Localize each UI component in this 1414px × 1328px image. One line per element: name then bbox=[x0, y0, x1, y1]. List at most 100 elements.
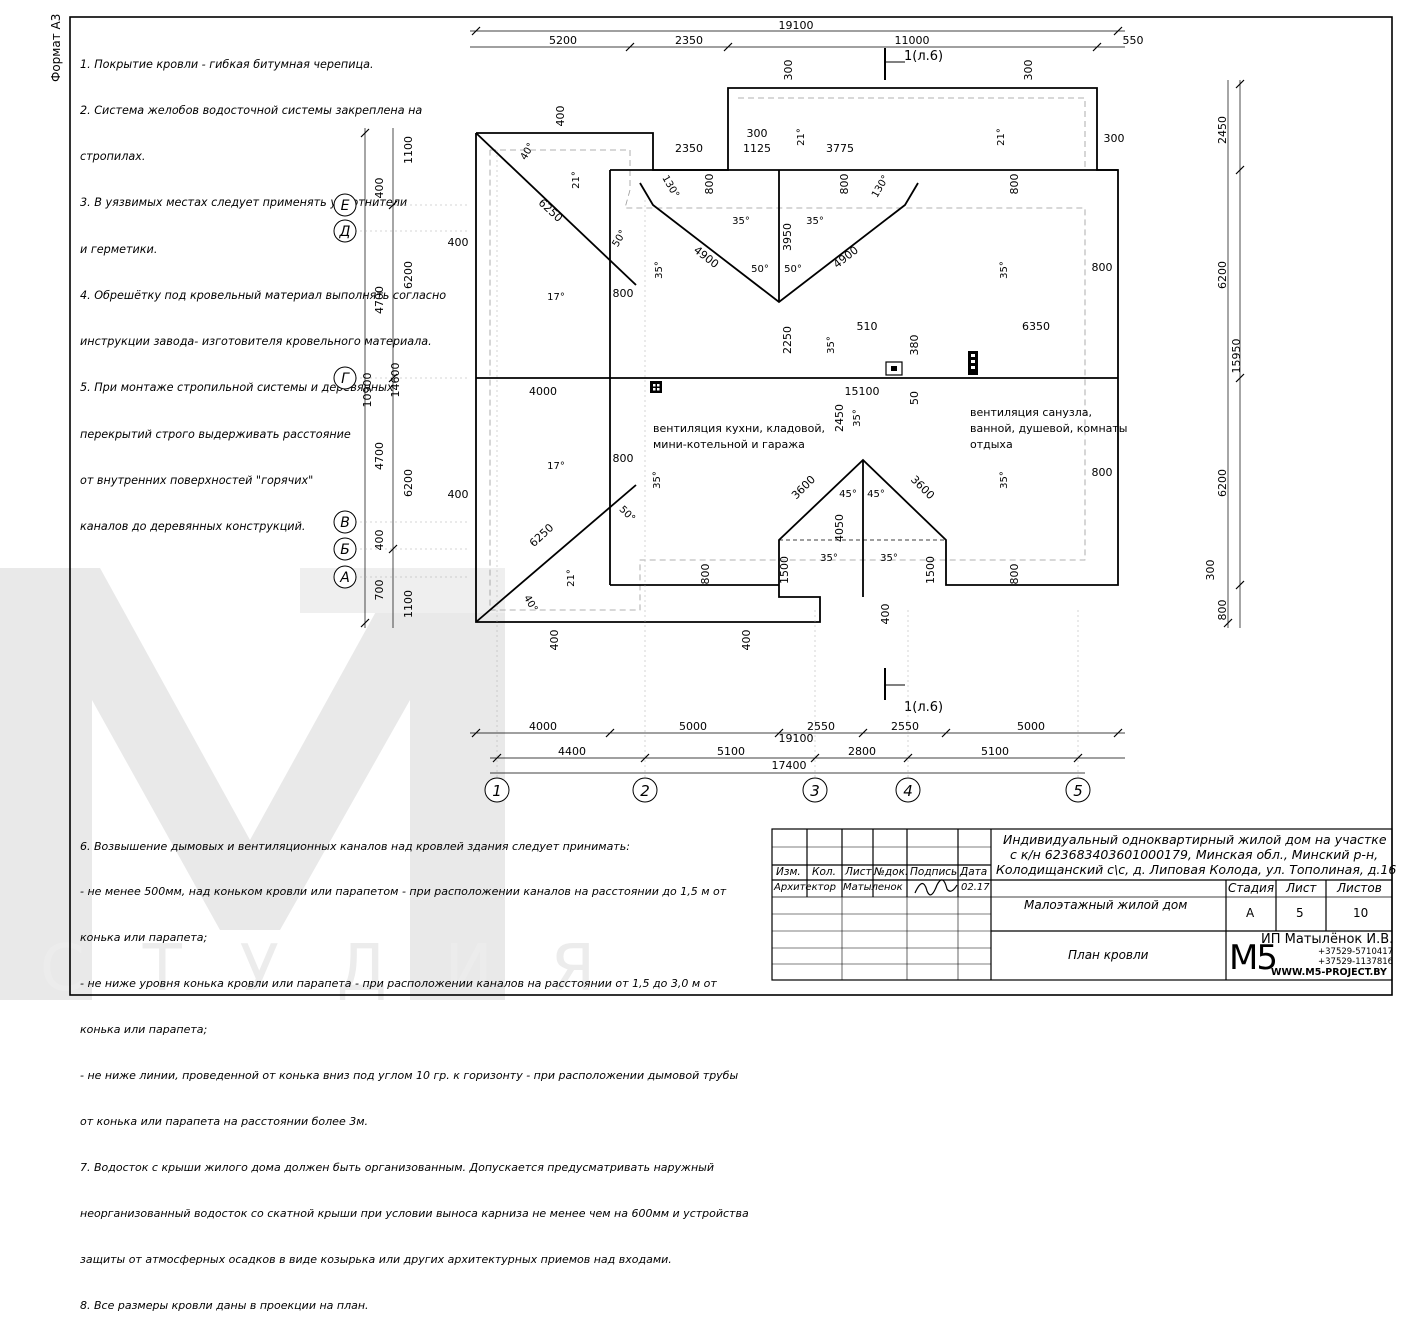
roof-outline bbox=[475, 87, 1119, 623]
dim-bottom-5100a: 5100 bbox=[717, 745, 745, 758]
axis-bubbles bbox=[333, 193, 1091, 803]
dim-400-a: 400 bbox=[554, 106, 567, 127]
dim-left-6200a: 6200 bbox=[402, 261, 415, 289]
angle-50-c: 50° bbox=[784, 264, 802, 275]
tb-website: WWW.M5-PROJECT.BY bbox=[1271, 967, 1387, 978]
dimension-ticks bbox=[360, 26, 1245, 763]
section-label-bottom: 1(л.6) bbox=[904, 700, 943, 715]
tb-role: Архитектор bbox=[774, 882, 836, 893]
dim-800-d: 800 bbox=[613, 287, 634, 300]
note-line: - не ниже уровня конька кровли или парап… bbox=[80, 977, 717, 991]
note-line: 4. Обрешётку под кровельный материал вып… bbox=[80, 288, 447, 302]
slope-21-d: 21° bbox=[996, 128, 1007, 146]
tb-stage: А bbox=[1246, 906, 1255, 920]
axis-number-1: 1 bbox=[492, 782, 502, 800]
dim-4900a: 4900 bbox=[691, 244, 721, 271]
tb-col-date: Дата bbox=[960, 866, 988, 878]
slope-17-b: 17° bbox=[547, 461, 565, 472]
notes-top: 1. Покрытие кровли - гибкая битумная чер… bbox=[80, 26, 446, 550]
note-line: конька или парапета; bbox=[80, 931, 208, 945]
tb-col-kol: Кол. bbox=[812, 866, 836, 878]
tb-building: Малоэтажный жилой дом bbox=[1024, 898, 1188, 912]
note-line: и герметики. bbox=[80, 242, 158, 256]
angle-45-b: 45° bbox=[867, 489, 885, 500]
angle-50-a: 50° bbox=[611, 228, 629, 249]
note-line: 8. Все размеры кровли даны в проекции на… bbox=[80, 1298, 369, 1312]
dim-top-5200: 5200 bbox=[549, 34, 577, 47]
dim-right-6200b: 6200 bbox=[1216, 469, 1229, 497]
tb-col-list: Лист bbox=[845, 866, 872, 878]
dim-800-c: 800 bbox=[1008, 174, 1021, 195]
dim-row3-3775: 3775 bbox=[826, 142, 854, 155]
dim-2450: 2450 bbox=[833, 404, 846, 432]
dim-3950: 3950 bbox=[781, 223, 794, 251]
dim-400-d: 400 bbox=[879, 604, 892, 625]
tb-project-1: Индивидуальный одноквартирный жилой дом … bbox=[1003, 832, 1387, 847]
slope-35-h: 35° bbox=[852, 409, 863, 427]
dim-380: 380 bbox=[908, 335, 921, 356]
note-line: 7. Водосток с крыши жилого дома должен б… bbox=[80, 1160, 714, 1174]
dim-2250: 2250 bbox=[781, 326, 794, 354]
axis-number-4: 4 bbox=[903, 782, 913, 800]
tb-stage-label: Стадия bbox=[1228, 881, 1275, 895]
dim-right-15950: 15950 bbox=[1230, 339, 1243, 374]
note-line: от внутренних поверхностей "горячих" bbox=[80, 473, 314, 487]
dim-bottom-2550a: 2550 bbox=[807, 720, 835, 733]
note-line: 1. Покрытие кровли - гибкая битумная чер… bbox=[80, 57, 374, 71]
dim-800-b: 800 bbox=[838, 174, 851, 195]
angle-50-d: 50° bbox=[617, 504, 637, 524]
dim-bottom-2550b: 2550 bbox=[891, 720, 919, 733]
dim-left-10900: 10900 bbox=[361, 373, 374, 408]
dim-400-b: 400 bbox=[548, 630, 561, 651]
tb-company: ИП Матылёнок И.В. bbox=[1261, 932, 1394, 947]
tb-logo: M5 bbox=[1229, 938, 1278, 978]
dim-gable-300-right: 300 bbox=[1022, 60, 1035, 81]
note-line: - не менее 500мм, над коньком кровли или… bbox=[80, 885, 727, 899]
slope-21-a: 21° bbox=[571, 171, 582, 189]
note-line: 5. При монтаже стропильной системы и дер… bbox=[80, 381, 394, 395]
extension-lines bbox=[355, 150, 1079, 778]
dim-left-400b: 400 bbox=[373, 530, 386, 551]
note-line: перекрытий строго выдерживать расстояние bbox=[80, 427, 351, 441]
dim-800-e: 800 bbox=[1092, 261, 1113, 274]
dim-left-1100a: 1100 bbox=[402, 136, 415, 164]
dim-800-h: 800 bbox=[699, 564, 712, 585]
tb-col-izm: Изм. bbox=[776, 866, 801, 878]
axis-letter-e: Е bbox=[341, 198, 350, 214]
angle-40-top: 40° bbox=[519, 141, 537, 162]
dim-6250b: 6250 bbox=[527, 521, 556, 550]
dim-left-4700b: 4700 bbox=[373, 442, 386, 470]
dim-bottom-5000a: 5000 bbox=[679, 720, 707, 733]
dim-800-f: 800 bbox=[613, 452, 634, 465]
vent-kitchen-line1: вентиляция кухни, кладовой, bbox=[653, 422, 825, 435]
note-line: конька или парапета; bbox=[80, 1023, 208, 1037]
note-line: каналов до деревянных конструкций. bbox=[80, 520, 306, 533]
dim-gable-300-left: 300 bbox=[782, 60, 795, 81]
tb-project-3: Колодищанский с\с, д. Липовая Колода, ул… bbox=[996, 862, 1397, 877]
dim-50: 50 bbox=[908, 391, 921, 405]
dimension-lines bbox=[364, 30, 1241, 774]
dim-800-a: 800 bbox=[703, 174, 716, 195]
axis-number-5: 5 bbox=[1073, 782, 1083, 800]
note-line: неорганизованный водосток со скатной кры… bbox=[80, 1206, 749, 1220]
section-mark-top bbox=[884, 48, 905, 80]
dim-left-400a: 400 bbox=[373, 178, 386, 199]
note-line: 3. В уязвимых местах следует применять у… bbox=[80, 196, 408, 210]
angle-45-a: 45° bbox=[839, 489, 857, 500]
dim-top-2350: 2350 bbox=[675, 34, 703, 47]
axis-number-3: 3 bbox=[810, 782, 820, 800]
dim-right-6200a: 6200 bbox=[1216, 261, 1229, 289]
vent-blocks bbox=[650, 351, 978, 393]
dim-bottom-5000b: 5000 bbox=[1017, 720, 1045, 733]
dim-1500b: 1500 bbox=[924, 556, 937, 584]
dim-left-overhang-a: 400 bbox=[448, 236, 469, 249]
angle-130-b: 130° bbox=[870, 174, 892, 200]
slope-35-e: 35° bbox=[826, 336, 837, 354]
dim-right-300: 300 bbox=[1204, 560, 1217, 581]
axis-number-2: 2 bbox=[640, 782, 650, 800]
dim-row3-1125: 1125 bbox=[743, 142, 771, 155]
slope-35-b: 35° bbox=[806, 216, 824, 227]
dim-bottom-4400: 4400 bbox=[558, 745, 586, 758]
dim-800-i: 800 bbox=[1008, 564, 1021, 585]
slope-35-d: 35° bbox=[999, 261, 1010, 279]
